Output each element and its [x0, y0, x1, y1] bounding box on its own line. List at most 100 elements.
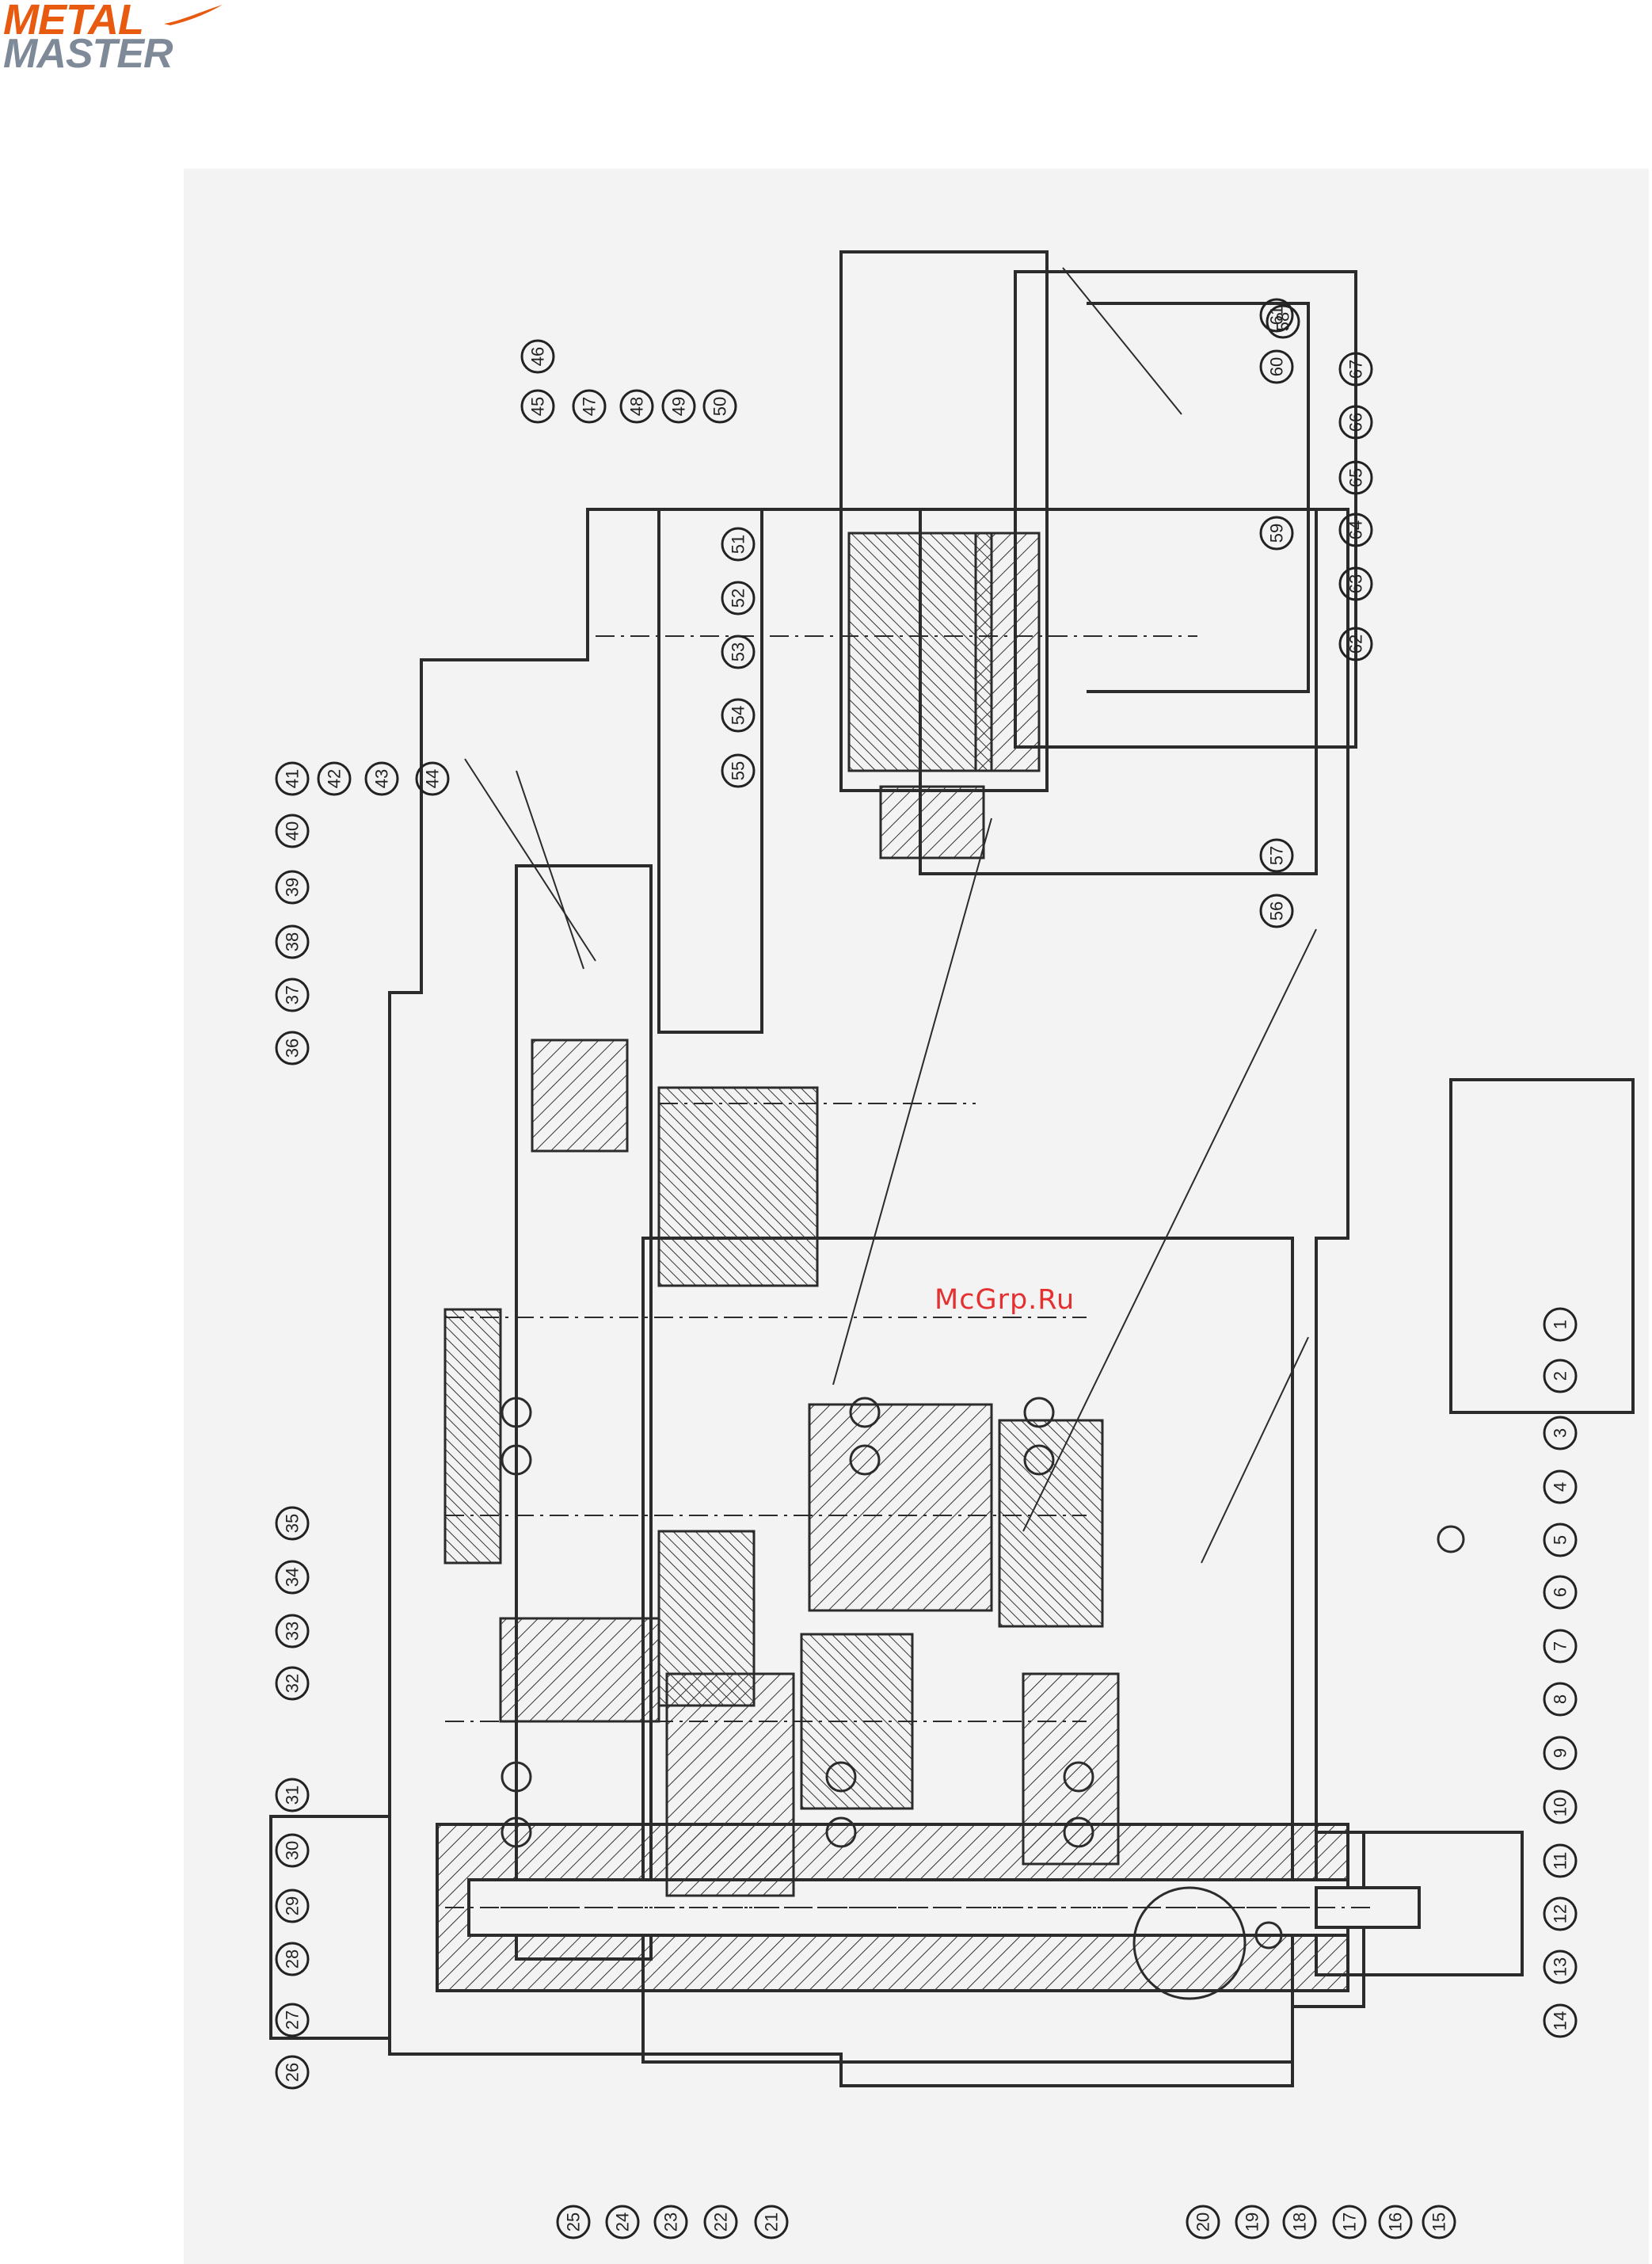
callout-66-label: 66	[1346, 413, 1366, 432]
callout-46: 46	[522, 341, 554, 372]
brand-logo: METAL MASTER	[0, 0, 238, 75]
watermark-text: McGrp.Ru	[934, 1284, 1075, 1316]
callout-60-label: 60	[1267, 357, 1287, 376]
callout-49-label: 49	[669, 397, 689, 416]
callout-9: 9	[1544, 1737, 1576, 1769]
callout-36-label: 36	[283, 1039, 303, 1058]
callout-52-label: 52	[729, 589, 748, 608]
callout-2-label: 2	[1551, 1371, 1570, 1381]
callout-32: 32	[276, 1668, 308, 1699]
callout-16-label: 16	[1386, 2213, 1406, 2232]
callout-35: 35	[276, 1507, 308, 1539]
callout-43: 43	[366, 763, 398, 795]
callout-10-label: 10	[1551, 1797, 1570, 1816]
callout-35-label: 35	[283, 1514, 303, 1533]
callout-15: 15	[1423, 2206, 1455, 2238]
callout-8: 8	[1544, 1683, 1576, 1715]
callout-57-label: 57	[1267, 846, 1287, 865]
gearbox-section-drawing: 1 2 3 4 5 6 7 8 9 10 11 12 13 14 15 16 1…	[184, 169, 1649, 2264]
callout-19-label: 19	[1243, 2213, 1262, 2232]
callout-65-label: 65	[1346, 468, 1366, 487]
callout-50: 50	[704, 391, 736, 422]
callout-25: 25	[558, 2206, 589, 2238]
callout-51-label: 51	[729, 535, 748, 554]
callout-5-label: 5	[1551, 1535, 1570, 1545]
callout-48: 48	[621, 391, 653, 422]
callout-42: 42	[318, 763, 350, 795]
callout-55-label: 55	[729, 761, 748, 780]
callout-41: 41	[276, 763, 308, 795]
callout-44-label: 44	[423, 769, 443, 788]
callout-45-label: 45	[528, 397, 548, 416]
callout-60: 60	[1261, 351, 1292, 383]
callout-62-label: 62	[1346, 635, 1366, 654]
callout-54: 54	[722, 699, 754, 731]
callout-7: 7	[1544, 1630, 1576, 1662]
callout-49: 49	[663, 391, 695, 422]
callout-40: 40	[276, 815, 308, 847]
callout-21: 21	[756, 2206, 787, 2238]
leader-lines	[465, 268, 1316, 1563]
callout-12-label: 12	[1551, 1904, 1570, 1923]
callout-14: 14	[1544, 2005, 1576, 2037]
callout-41-label: 41	[283, 769, 303, 788]
callout-13-label: 13	[1551, 1957, 1570, 1976]
callout-22: 22	[705, 2206, 737, 2238]
callout-20-label: 20	[1193, 2213, 1213, 2232]
callout-25-label: 25	[564, 2213, 584, 2232]
callout-56-label: 56	[1267, 901, 1287, 920]
callout-33-label: 33	[283, 1622, 303, 1641]
gear-train	[445, 533, 1118, 1896]
brand-logo-line2: MASTER	[3, 30, 173, 78]
callout-39: 39	[276, 871, 308, 903]
callout-4-label: 4	[1551, 1482, 1570, 1492]
callout-56: 56	[1261, 895, 1292, 927]
callout-61-label: 61	[1267, 306, 1287, 325]
callout-6-label: 6	[1551, 1587, 1570, 1597]
callout-24-label: 24	[613, 2213, 633, 2232]
callout-34: 34	[276, 1561, 308, 1593]
callout-26-label: 26	[283, 2063, 303, 2082]
callout-38-label: 38	[283, 932, 303, 951]
callout-9-label: 9	[1551, 1748, 1570, 1758]
callout-37-label: 37	[283, 985, 303, 1004]
callout-17: 17	[1334, 2206, 1365, 2238]
callout-40-label: 40	[283, 821, 303, 840]
drawing-sheet: 1 2 3 4 5 6 7 8 9 10 11 12 13 14 15 16 1…	[184, 169, 1649, 2264]
callout-63-label: 63	[1346, 574, 1366, 593]
callout-29: 29	[276, 1890, 308, 1922]
callout-7-label: 7	[1551, 1641, 1570, 1651]
callout-36: 36	[276, 1032, 308, 1064]
callout-53-label: 53	[729, 642, 748, 661]
callout-28-label: 28	[283, 1950, 303, 1969]
callout-4: 4	[1544, 1471, 1576, 1503]
callout-24: 24	[607, 2206, 638, 2238]
callout-15-label: 15	[1429, 2213, 1449, 2232]
callout-3-label: 3	[1551, 1428, 1570, 1438]
callout-42-label: 42	[325, 769, 344, 788]
callout-59-label: 59	[1267, 524, 1287, 543]
callout-48-label: 48	[627, 397, 647, 416]
callout-20: 20	[1187, 2206, 1219, 2238]
callout-29-label: 29	[283, 1896, 303, 1915]
housing-outline	[271, 252, 1633, 2086]
callout-5: 5	[1544, 1524, 1576, 1556]
callout-10: 10	[1544, 1791, 1576, 1823]
callout-38: 38	[276, 926, 308, 958]
callout-1: 1	[1544, 1309, 1576, 1340]
callout-14-label: 14	[1551, 2011, 1570, 2030]
callout-19: 19	[1236, 2206, 1268, 2238]
callout-8-label: 8	[1551, 1694, 1570, 1704]
callout-27-label: 27	[283, 2011, 303, 2030]
callout-11-label: 11	[1551, 1852, 1570, 1870]
callout-64-label: 64	[1346, 520, 1366, 539]
callout-67-label: 67	[1346, 360, 1366, 379]
callout-13: 13	[1544, 1951, 1576, 1983]
callout-59: 59	[1261, 517, 1292, 549]
callout-47: 47	[573, 391, 605, 422]
callout-18: 18	[1284, 2206, 1315, 2238]
callout-6: 6	[1544, 1576, 1576, 1608]
callout-18-label: 18	[1290, 2213, 1310, 2232]
callout-51: 51	[722, 528, 754, 560]
callout-52: 52	[722, 582, 754, 614]
